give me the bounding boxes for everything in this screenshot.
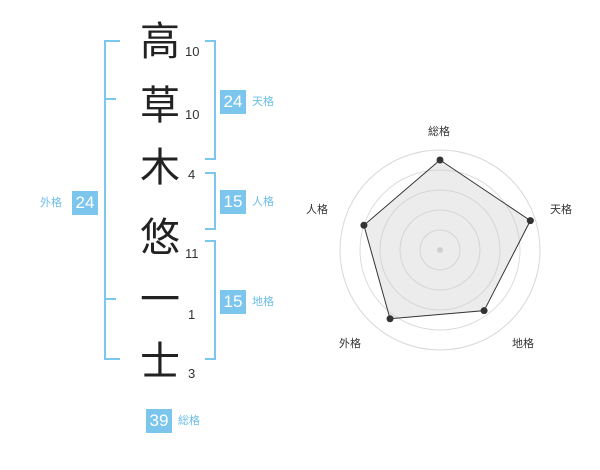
stroke-count-6: 3 (188, 366, 196, 381)
radar-center (437, 247, 443, 253)
name-char-2: 草 (140, 83, 180, 129)
stroke-count-3: 4 (188, 167, 196, 182)
name-char-1: 高 (140, 19, 180, 65)
radar-label-soukaku: 総格 (428, 125, 450, 138)
soukaku-value: 39 (146, 409, 172, 433)
tenkaku-label: 天格 (252, 95, 274, 108)
radar-point-1 (526, 217, 534, 225)
stroke-count-1: 10 (185, 44, 200, 59)
radar-label-chikaku: 地格 (512, 337, 534, 350)
soukaku-label: 総格 (178, 414, 200, 427)
radar-label-gaikaku: 外格 (339, 337, 361, 350)
gaikaku-label: 外格 (40, 196, 62, 209)
stroke-count-2: 10 (185, 107, 200, 122)
jinkaku-label: 人格 (252, 195, 274, 208)
radar-label-jinkaku: 人格 (306, 203, 328, 216)
jinkaku-value: 15 (220, 190, 246, 214)
radar-ring (359, 169, 521, 331)
name-char-3: 木 (140, 145, 180, 191)
name-char-6: 士 (140, 339, 180, 385)
radar-point-3 (386, 315, 394, 323)
name-char-5: 一 (140, 277, 180, 323)
chikaku-value: 15 (220, 290, 246, 314)
gaikaku-value: 24 (72, 191, 98, 215)
radar-point-2 (480, 307, 488, 315)
radar-point-4 (360, 221, 368, 229)
tenkaku-value: 24 (220, 90, 246, 114)
stroke-count-4: 11 (185, 246, 199, 261)
radar-point-0 (436, 156, 444, 164)
stroke-count-5: 1 (188, 307, 196, 322)
radar-ring (399, 209, 481, 291)
radar-ring (419, 229, 461, 271)
chikaku-label: 地格 (252, 295, 274, 308)
radar-label-tenkaku: 天格 (550, 203, 572, 216)
radar-polygon (363, 159, 531, 320)
name-char-4: 悠 (140, 215, 180, 261)
radar-ring (379, 189, 501, 311)
